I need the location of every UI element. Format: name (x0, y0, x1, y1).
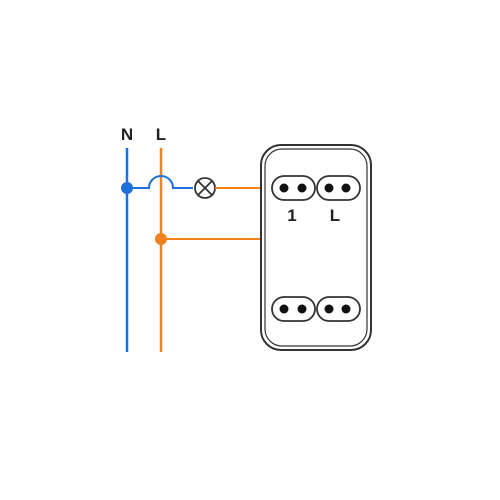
neutral-label: N (121, 125, 133, 144)
neutral-to-lamp-wire (127, 175, 193, 189)
terminal-bottom-left (271, 296, 316, 322)
junction-neutral-dot (121, 182, 133, 194)
terminal-l-label: L (330, 206, 340, 225)
live-label: L (156, 125, 166, 144)
terminal-1 (271, 175, 316, 201)
terminal-bottom-right (316, 296, 361, 322)
terminal-1-label: 1 (287, 206, 296, 225)
lamp-icon (194, 177, 216, 199)
junction-live-dot (155, 233, 167, 245)
terminal-l (316, 175, 361, 201)
